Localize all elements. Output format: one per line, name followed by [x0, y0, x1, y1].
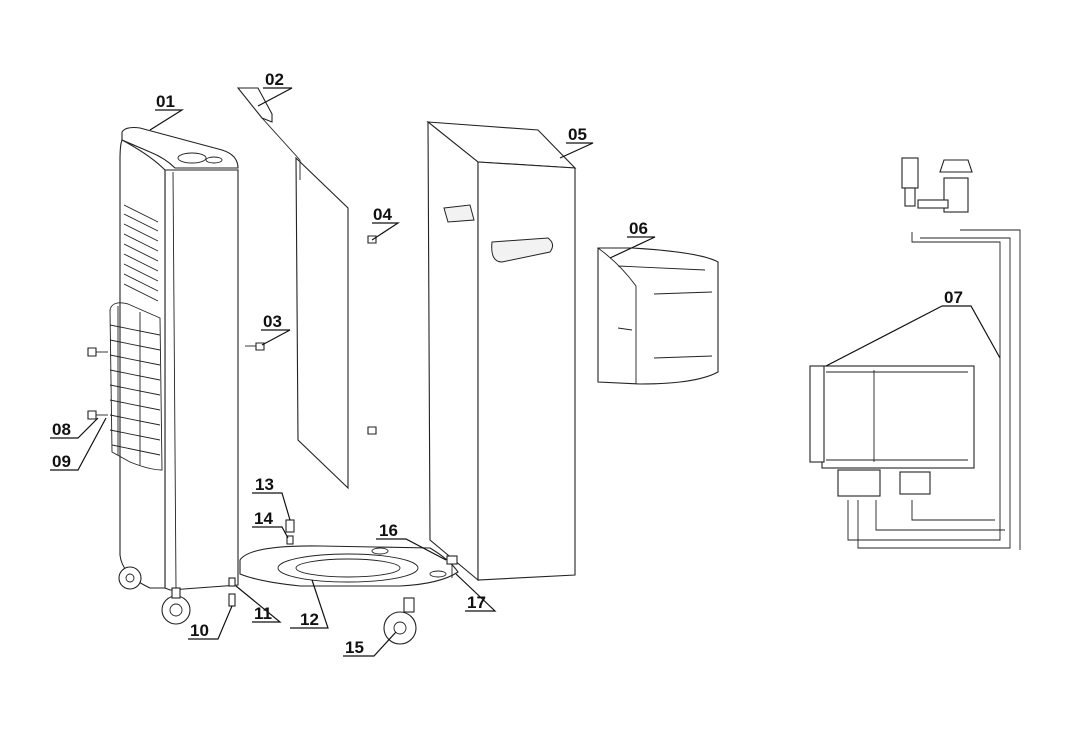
bolt-16-17 — [446, 555, 458, 578]
cylinder-strap — [597, 247, 719, 385]
label-02: 02 — [265, 70, 284, 89]
label-05: 05 — [568, 125, 587, 144]
heater-cabinet — [109, 126, 239, 625]
screw-03 — [245, 342, 265, 351]
label-01: 01 — [156, 92, 175, 111]
label-09: 09 — [52, 452, 71, 471]
pin-10-11 — [228, 577, 236, 607]
screw-08 — [87, 347, 108, 357]
back-panel-sheet — [236, 87, 349, 490]
label-16: 16 — [379, 521, 398, 540]
label-11: 11 — [254, 604, 272, 623]
label-07: 07 — [944, 288, 963, 307]
screw-09 — [87, 410, 108, 420]
label-12: 12 — [300, 610, 319, 629]
label-03: 03 — [263, 312, 282, 331]
cylinder-cover — [426, 120, 577, 582]
label-06: 06 — [629, 219, 648, 238]
leader-lines — [50, 87, 1001, 657]
label-14: 14 — [254, 509, 273, 528]
base-plate — [239, 545, 459, 587]
valve-burner-assembly — [809, 157, 1021, 550]
screw-04 — [367, 235, 377, 435]
label-17: 17 — [467, 593, 486, 612]
label-04: 04 — [373, 205, 392, 224]
screw-13-14 — [285, 519, 295, 545]
label-08: 08 — [52, 420, 71, 439]
callout-labels: 01 02 03 04 05 06 07 08 09 10 11 12 13 1… — [52, 70, 963, 657]
label-10: 10 — [190, 621, 209, 640]
caster-15 — [383, 597, 417, 645]
label-15: 15 — [345, 638, 364, 657]
label-13: 13 — [255, 475, 274, 494]
